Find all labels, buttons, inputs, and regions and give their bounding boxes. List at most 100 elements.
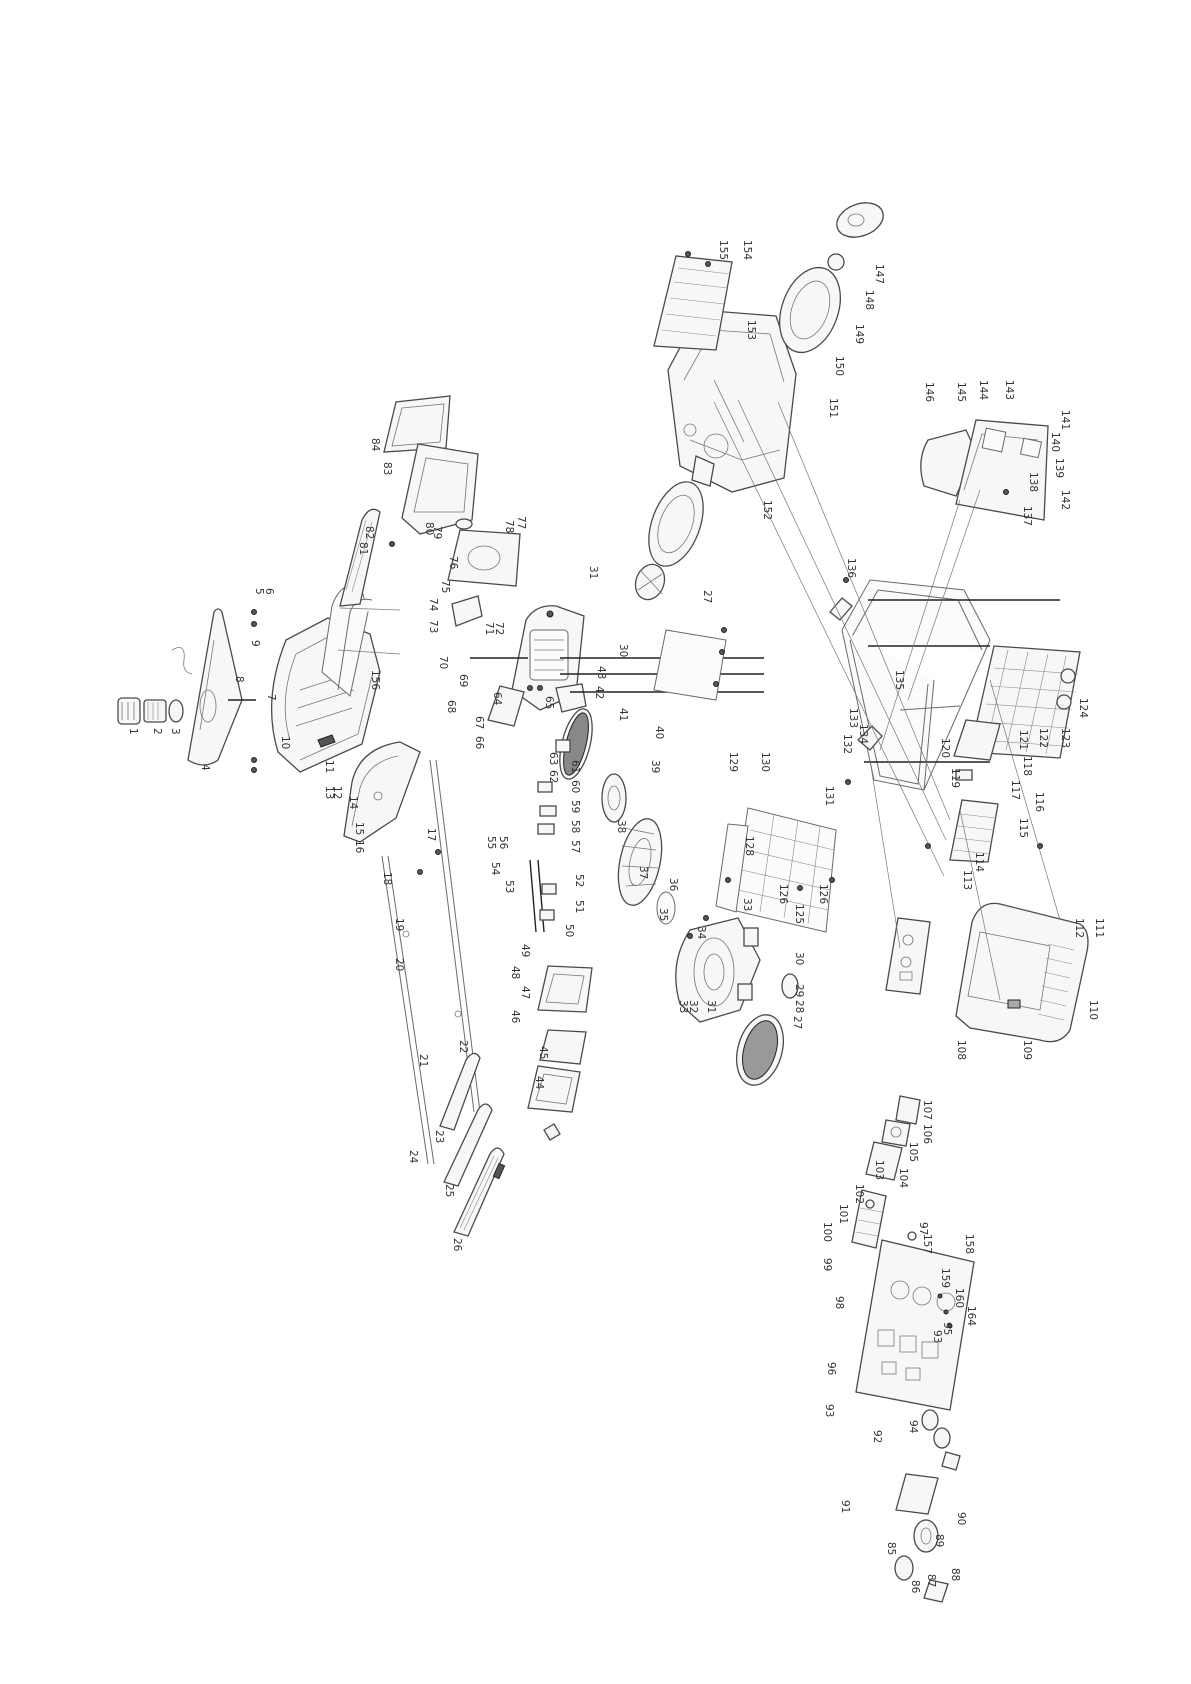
callout: 124 [1077, 698, 1089, 718]
callout: 135 [893, 670, 905, 690]
callout: 88 [949, 1568, 961, 1581]
callout: 156 [369, 670, 381, 690]
callout: 9 [249, 640, 261, 647]
callout: 47 [519, 986, 531, 999]
callout: 103 [873, 1160, 885, 1180]
callout: 19 [393, 918, 405, 931]
callout: 30 [617, 644, 629, 657]
callout: 14 [347, 796, 359, 810]
callout: 120 [939, 738, 951, 758]
callout: 153 [745, 320, 757, 340]
callout: 36 [667, 878, 679, 892]
callout: 48 [509, 966, 521, 979]
callout: 7 [265, 694, 277, 701]
callout: 28 [793, 1000, 805, 1013]
callout: 33 [677, 1000, 689, 1013]
front-control-panel-mounted [885, 917, 931, 995]
callout: 139 [1053, 458, 1065, 478]
callout: 151 [827, 398, 839, 418]
callout: 104 [897, 1168, 909, 1188]
small-bracket-upper [653, 627, 727, 701]
control-panel-exploded [851, 1095, 975, 1603]
upper-right-panel [920, 419, 1049, 521]
callout: 94 [907, 1420, 919, 1434]
callout: 15 [353, 822, 365, 835]
callout: 53 [503, 880, 515, 893]
callout: 30 [793, 952, 805, 965]
callout: 121 [1017, 730, 1029, 750]
callout: 46 [509, 1010, 521, 1024]
callout: 89 [933, 1534, 945, 1547]
callout: 91 [839, 1500, 851, 1513]
top-cover-panel [187, 608, 243, 766]
callout: 29 [793, 984, 805, 997]
callout: 52 [573, 874, 585, 887]
callout: 106 [921, 1124, 933, 1144]
callout: 79 [431, 526, 443, 539]
callout: 43 [595, 666, 607, 679]
cylinder-head-parts [527, 965, 593, 1141]
engine-block [470, 605, 764, 727]
callout: 65 [543, 696, 555, 709]
callout: 96 [825, 1362, 837, 1376]
control-box [949, 719, 1001, 863]
callout: 23 [433, 1130, 445, 1143]
flywheel [559, 708, 627, 823]
callout: 160 [953, 1288, 965, 1308]
callout: 12 [331, 786, 343, 799]
callout: 144 [977, 380, 989, 400]
callout: 55 [485, 836, 497, 849]
callout: 110 [1087, 1000, 1099, 1020]
fuel-cap-assembly [117, 647, 193, 725]
callout: 5 [253, 588, 265, 595]
alternator-housing [675, 917, 761, 1023]
callout: 81 [357, 542, 369, 555]
callout: 131 [823, 786, 835, 806]
callout: 157 [921, 1234, 933, 1254]
callout: 1 [127, 728, 139, 735]
callout: 57 [569, 840, 581, 853]
callout: 84 [369, 438, 381, 452]
callout: 73 [427, 620, 439, 633]
callout: 32 [687, 1000, 699, 1013]
callout: 109 [1021, 1040, 1033, 1060]
callout: 97 [917, 1222, 929, 1235]
callout: 136 [845, 558, 857, 578]
callout: 62 [547, 770, 559, 783]
callout: 83 [381, 462, 393, 475]
callout: 130 [759, 752, 771, 772]
callout: 86 [909, 1580, 921, 1594]
callout: 102 [853, 1184, 865, 1204]
callout: 49 [519, 944, 531, 957]
callout: 154 [741, 240, 753, 260]
callout: 164 [965, 1306, 977, 1326]
callout: 37 [637, 866, 649, 879]
callout: 118 [1021, 756, 1033, 776]
callout: 149 [853, 324, 865, 344]
rear-cover [667, 309, 797, 493]
callout: 146 [923, 382, 935, 402]
callout: 133 [847, 708, 859, 728]
callout: 72 [493, 622, 505, 635]
callout: 105 [907, 1142, 919, 1162]
callout: 6 [263, 588, 275, 595]
callout: 17 [425, 828, 437, 841]
callout: 117 [1009, 780, 1021, 800]
callout: 159 [939, 1268, 951, 1288]
callout: 61 [569, 760, 581, 773]
front-cover-right [955, 902, 1089, 1043]
callout: 155 [717, 240, 729, 260]
callout: 99 [821, 1258, 833, 1271]
lower-handle-grips [439, 1052, 506, 1237]
callout: 140 [1049, 432, 1061, 452]
callout: 18 [381, 872, 393, 885]
callout: 35 [657, 908, 669, 921]
callout: 100 [821, 1222, 833, 1242]
callout: 58 [569, 820, 581, 833]
callout: 64 [491, 692, 503, 706]
callout: 90 [955, 1512, 967, 1525]
callout: 148 [863, 290, 875, 310]
callout: 74 [427, 598, 439, 612]
callout: 45 [537, 1046, 549, 1059]
callout: 158 [963, 1234, 975, 1254]
